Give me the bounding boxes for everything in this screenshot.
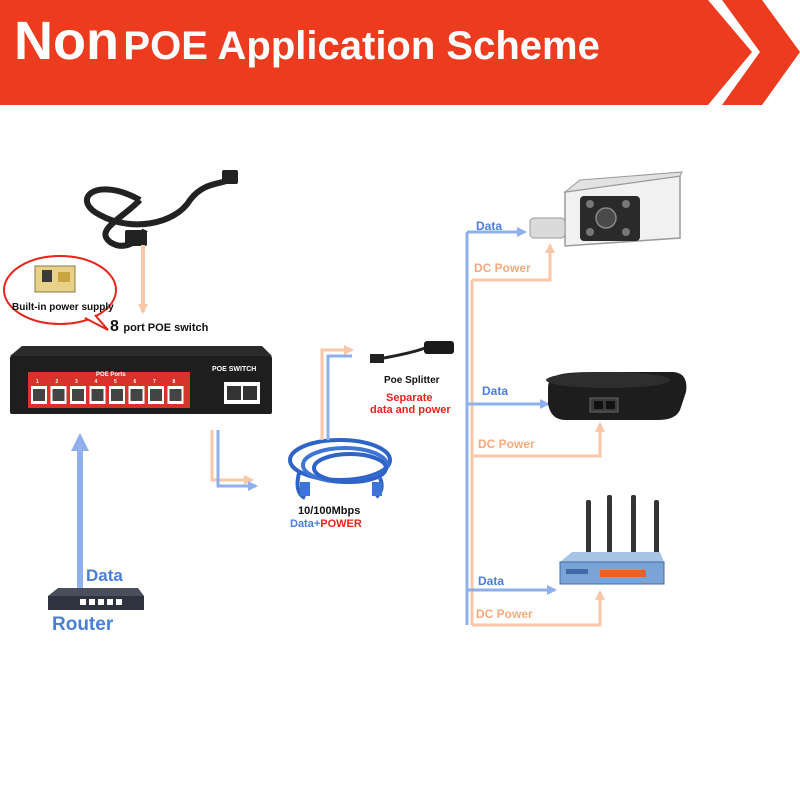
banner-background [0, 0, 752, 105]
wifi-data-label: Data [478, 574, 505, 588]
camera-power-label: DC Power [474, 261, 531, 275]
cable-power-word: POWER [320, 518, 362, 530]
switch-port-number: 6 [133, 379, 137, 385]
switch-port-socket [91, 389, 104, 401]
switch-port-socket [52, 389, 65, 401]
switch-port-number: 3 [75, 379, 78, 385]
router-data-label: Data [86, 566, 123, 585]
switch-port-socket [72, 389, 84, 401]
switch-port-number: 8 [172, 379, 176, 385]
cable-speed-label: 10/100Mbps [298, 505, 361, 517]
splitter-note-line2: data and power [370, 404, 451, 416]
switch-ports-label: POE Ports [96, 372, 126, 378]
cable-data-word: Data [290, 518, 314, 530]
router-icon [48, 588, 144, 610]
power-supply-callout-label: Built-in power supply [12, 302, 114, 313]
router-name-label: Router [52, 614, 114, 635]
page-title: Non POE Application Scheme [14, 14, 600, 68]
switch-port-number: 1 [36, 379, 39, 385]
ip-phone-icon [546, 372, 687, 420]
camera-icon [529, 171, 683, 247]
header-banner: Non POE Application Scheme [0, 0, 800, 105]
switch-caption-number: 8 [110, 318, 119, 335]
cable-power-to-splitter [320, 345, 354, 440]
title-word-non: Non [14, 11, 119, 71]
switch-port-number: 2 [55, 379, 59, 385]
switch-port-socket [130, 389, 143, 401]
switch-port-socket [150, 389, 162, 401]
poe-splitter-icon [370, 341, 454, 363]
switch-ports [31, 386, 184, 404]
switch-port-socket [111, 389, 123, 401]
cable-plus: + [313, 518, 321, 530]
phone-power-arrow [472, 422, 605, 458]
switch-brand-label: POE SWITCH [212, 366, 257, 373]
switch-port-socket [33, 389, 45, 401]
power-supply-callout [3, 255, 117, 331]
switch-power-line [210, 430, 254, 485]
splitter-note-line1: Separate [386, 392, 433, 404]
switch-port-socket [169, 389, 182, 401]
poe-switch-device [10, 346, 272, 414]
wireless-router-icon [559, 495, 665, 585]
title-rest: POE Application Scheme [123, 24, 600, 68]
phone-data-label: Data [482, 384, 509, 398]
ethernet-cable-icon [288, 438, 392, 500]
switch-port-number: 4 [94, 379, 98, 385]
cable-data-to-splitter [326, 354, 352, 440]
camera-power-arrow [472, 243, 555, 282]
splitter-name-label: Poe Splitter [384, 375, 440, 386]
wifi-power-label: DC Power [476, 607, 533, 621]
wifi-power-arrow [472, 590, 605, 627]
camera-data-label: Data [476, 219, 503, 233]
cable-data-power-label: Data+POWER [290, 518, 362, 530]
switch-data-line [216, 430, 258, 491]
phone-power-label: DC Power [478, 437, 535, 451]
switch-caption-text: port POE switch [123, 322, 209, 334]
switch-caption: 8 port POE switch [110, 318, 208, 336]
switch-port-number: 7 [153, 379, 156, 385]
switch-port-number: 5 [114, 379, 117, 385]
banner-chevron-icon [722, 0, 800, 105]
power-cord-icon [84, 170, 238, 249]
